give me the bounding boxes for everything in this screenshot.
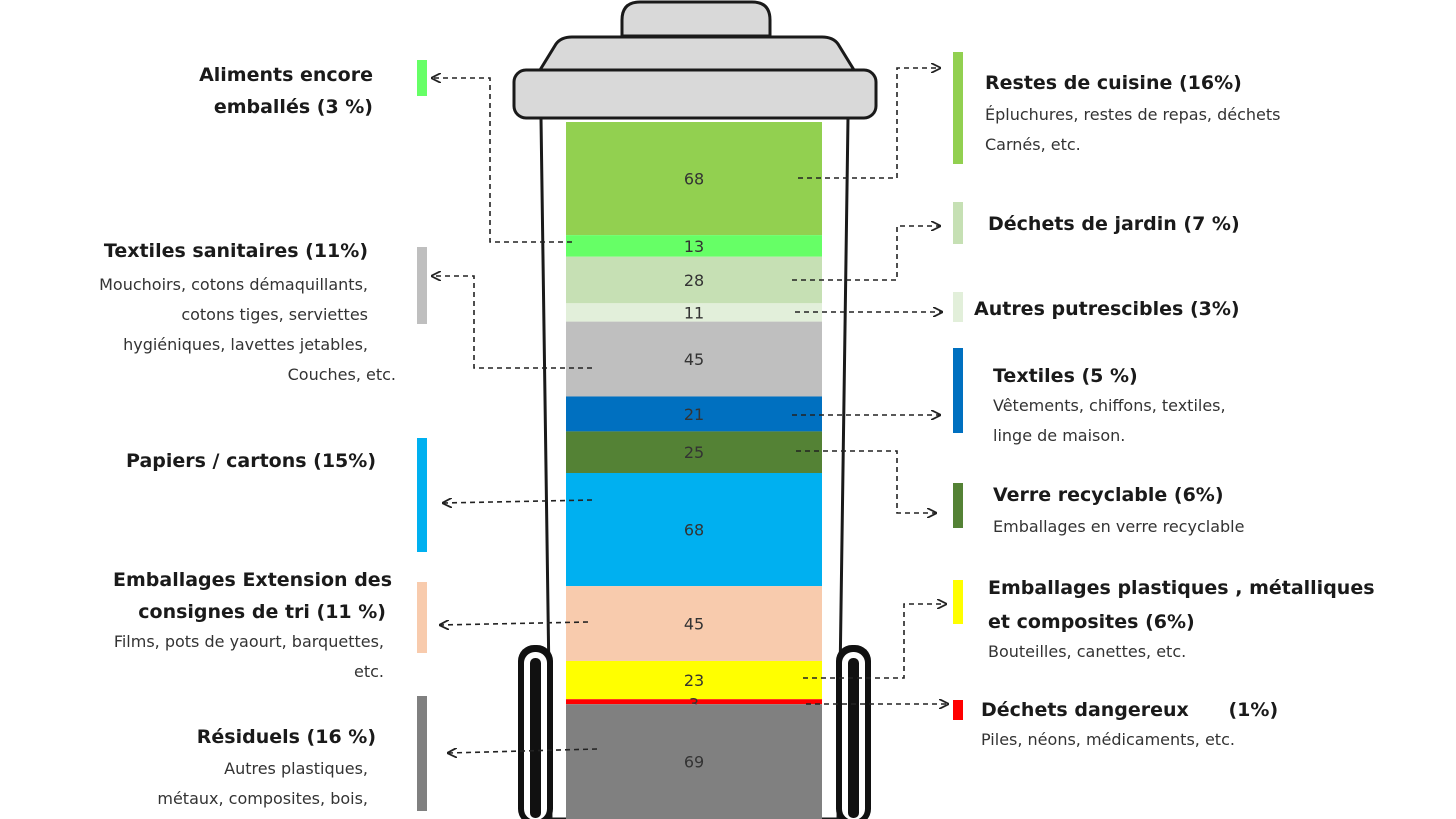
swatch-restes-cuisine — [953, 52, 963, 164]
bin-segment-4 — [566, 321, 822, 397]
label-title: Déchets de jardin (7 %) — [988, 213, 1240, 235]
bin-segment-8 — [566, 586, 822, 661]
label-plastiques: Emballages plastiques , métalliques et c… — [988, 575, 1375, 667]
bin-segment-6 — [566, 431, 822, 473]
swatch-plastiques — [953, 580, 963, 624]
label-textiles-sanitaires: Textiles sanitaires (11%) — [104, 238, 368, 264]
label-title: Verre recyclable (6%) — [993, 484, 1224, 506]
bin-segment-3 — [566, 303, 822, 322]
label-residuels-desc: Autres plastiques, métaux, composites, b… — [157, 754, 368, 814]
label-desc: Carnés, etc. — [985, 135, 1081, 154]
bin-segment-value: 13 — [684, 237, 704, 256]
swatch-jardin — [953, 202, 963, 244]
bin-wheels — [518, 645, 871, 819]
label-title: Papiers / cartons (15%) — [126, 450, 376, 472]
label-desc: Mouchoirs, cotons démaquillants, — [99, 275, 368, 294]
label-title: Emballages Extension des — [113, 569, 392, 591]
label-title: Déchets dangereux (1%) — [981, 699, 1279, 721]
label-autres-putrescibles: Autres putrescibles (3%) — [974, 296, 1240, 322]
bin-segment-9 — [566, 660, 822, 700]
label-title: Restes de cuisine (16%) — [985, 72, 1242, 94]
label-textiles: Textiles (5 %) Vêtements, chiffons, text… — [993, 363, 1226, 451]
label-desc: Emballages en verre recyclable — [993, 517, 1245, 536]
label-restes-cuisine: Restes de cuisine (16%) Épluchures, rest… — [985, 70, 1280, 160]
label-title: Autres putrescibles (3%) — [974, 298, 1240, 320]
bin-segment-5 — [566, 396, 822, 432]
bin-segment-value: 45 — [684, 615, 704, 634]
bin-segment-11 — [566, 704, 822, 819]
swatch-textiles-sanitaires — [417, 247, 427, 324]
label-emballages-extension: Emballages Extension des consignes de tr… — [113, 567, 392, 687]
label-title: emballés (3 %) — [213, 96, 373, 118]
bin-segment-value: 69 — [684, 753, 704, 772]
label-desc: Vêtements, chiffons, textiles, — [993, 396, 1226, 415]
label-desc: Piles, néons, médicaments, etc. — [981, 730, 1235, 749]
swatch-verre — [953, 483, 963, 528]
label-desc: Films, pots de yaourt, barquettes, — [113, 632, 384, 651]
label-desc: Épluchures, restes de repas, déchets — [985, 105, 1281, 124]
label-desc: Couches, etc. — [287, 365, 396, 384]
swatch-textiles — [953, 348, 963, 433]
bin-segment-value: 45 — [684, 350, 704, 369]
label-title: et composites (6%) — [988, 611, 1195, 633]
bin-segments: 68132811452125684523369 — [566, 122, 822, 819]
label-papiers: Papiers / cartons (15%) — [126, 448, 376, 474]
swatch-papiers — [417, 438, 427, 552]
bin-segment-value: 28 — [684, 271, 704, 290]
label-title: Aliments encore — [199, 64, 373, 86]
label-desc: Autres plastiques, — [224, 759, 368, 778]
bin-segment-value: 21 — [684, 405, 704, 424]
connector-lines — [432, 68, 948, 753]
bin-segment-2 — [566, 256, 822, 304]
label-desc: hygiéniques, lavettes jetables, — [123, 335, 368, 354]
bin-segment-value: 11 — [684, 303, 704, 322]
bin-segment-value: 68 — [684, 170, 704, 189]
label-title: Textiles (5 %) — [993, 365, 1138, 387]
label-title: Résiduels (16 %) — [196, 726, 376, 748]
label-desc: cotons tiges, serviettes — [181, 305, 368, 324]
swatch-aliments — [417, 60, 427, 96]
label-jardin: Déchets de jardin (7 %) — [988, 211, 1240, 237]
swatch-emballages-extension — [417, 582, 427, 653]
label-desc: linge de maison. — [993, 426, 1126, 445]
swatch-autres-putrescibles — [953, 292, 963, 322]
label-title: consignes de tri (11 %) — [138, 601, 386, 623]
bin-segment-value: 23 — [684, 671, 704, 690]
bin-segment-10 — [566, 699, 822, 705]
label-desc: métaux, composites, bois, — [157, 789, 368, 808]
label-title: Textiles sanitaires (11%) — [103, 240, 368, 262]
label-textiles-sanitaires-desc: Mouchoirs, cotons démaquillants, cotons … — [99, 270, 396, 390]
swatch-dangereux — [953, 700, 963, 720]
bin-lid — [512, 0, 878, 120]
label-title: Emballages plastiques , métalliques — [988, 577, 1375, 599]
bin-segment-0 — [566, 122, 822, 236]
label-residuels: Résiduels (16 %) — [197, 724, 376, 750]
label-aliments: Aliments encore emballés (3 %) — [199, 62, 373, 120]
swatch-residuels — [417, 696, 427, 811]
bin-segment-1 — [566, 235, 822, 257]
label-verre: Verre recyclable (6%) Emballages en verr… — [993, 482, 1244, 542]
bin-segment-7 — [566, 472, 822, 587]
label-dangereux: Déchets dangereux (1%) Piles, néons, méd… — [981, 697, 1278, 755]
label-desc: etc. — [354, 662, 384, 681]
label-desc: Bouteilles, canettes, etc. — [988, 642, 1187, 661]
bin-segment-value: 25 — [684, 443, 704, 462]
bin-segment-value: 68 — [684, 521, 704, 540]
